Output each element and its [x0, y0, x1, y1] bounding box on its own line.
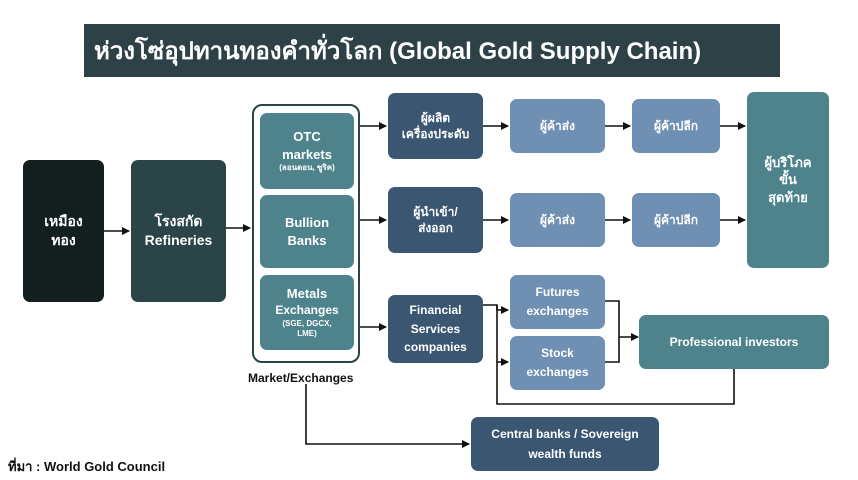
node-financial-services: Financial Services companies [388, 295, 483, 363]
node-mines-line1: เหมือง [44, 213, 83, 230]
node-metals-line2: Exchanges [275, 303, 339, 318]
node-bullion-line1: Bullion [284, 214, 330, 230]
node-jewelry-maker: ผู้ผลิต เครื่องประดับ [388, 93, 483, 159]
node-refineries-line2: Refineries [144, 232, 213, 248]
node-stock-exchanges: Stock exchanges [510, 336, 605, 390]
node-mines: เหมือง ทอง [23, 160, 104, 302]
arrow-financial-futures [483, 304, 509, 314]
node-refineries-line1: โรงสกัด [154, 213, 203, 230]
node-financial-line2: Services [410, 321, 461, 336]
node-importer-exporter: ผู้นำเข้า/ ส่งออก [388, 187, 483, 253]
node-metals-note2: LME) [297, 329, 317, 339]
node-financial-line3: companies [404, 340, 467, 355]
node-wholesaler-1-label: ผู้ค้าส่ง [540, 118, 575, 133]
node-mines-line2: ทอง [51, 232, 76, 248]
node-stock-line2: exchanges [526, 365, 589, 379]
node-refineries: โรงสกัด Refineries [131, 160, 226, 302]
node-consumers-line3: สุดท้าย [768, 189, 808, 205]
node-futures-line1: Futures [535, 285, 580, 300]
node-central-banks-line1: Central banks / Sovereign [491, 426, 639, 441]
node-professional-investors: Professional investors [639, 315, 829, 369]
node-jewelry-line2: เครื่องประดับ [401, 127, 470, 141]
node-futures-exchanges: Futures exchanges [510, 275, 605, 329]
node-retailer-1-label: ผู้ค้าปลีก [653, 118, 699, 133]
node-jewelry-line1: ผู้ผลิต [420, 110, 451, 125]
node-consumers-line2: ขั้น [779, 172, 797, 188]
node-consumers-line1: ผู้บริโภค [764, 154, 812, 170]
node-stock-line1: Stock [541, 346, 574, 361]
node-bullion-banks: Bullion Banks [260, 195, 354, 268]
arrow-market-central-banks [305, 384, 470, 448]
node-central-banks: Central banks / Sovereign wealth funds [471, 417, 659, 471]
node-wholesaler-2: ผู้ค้าส่ง [510, 193, 605, 247]
node-wholesaler-1: ผู้ค้าส่ง [510, 99, 605, 153]
node-retailer-2-label: ผู้ค้าปลีก [653, 212, 699, 227]
node-otc-line1: OTC [293, 129, 321, 145]
node-bullion-line2: Banks [287, 232, 327, 248]
node-importer-line2: ส่งออก [418, 221, 453, 235]
source-note: ที่มา : World Gold Council [8, 459, 166, 474]
node-retailer-1: ผู้ค้าปลีก [632, 99, 720, 153]
connector-investors-back [496, 362, 735, 405]
node-wholesaler-2-label: ผู้ค้าส่ง [540, 212, 575, 227]
node-central-banks-line2: wealth funds [528, 447, 602, 461]
node-otc-markets: OTC markets (ลอนดอน, ซูริค) [260, 113, 354, 189]
node-importer-line1: ผู้นำเข้า/ [413, 204, 458, 219]
page-title: ห่วงโซ่อุปทานทองคำทั่วโลก (Global Gold S… [84, 24, 780, 77]
connector-exchanges [605, 300, 620, 363]
node-futures-line2: exchanges [526, 304, 589, 318]
node-otc-note: (ลอนดอน, ซูริค) [279, 163, 335, 173]
node-end-consumers: ผู้บริโภค ขั้น สุดท้าย [747, 92, 829, 268]
node-retailer-2: ผู้ค้าปลีก [632, 193, 720, 247]
arrow-financial-stock [496, 305, 509, 366]
node-otc-line2: markets [282, 146, 332, 162]
node-metals-exchanges: Metals Exchanges (SGE, DGCX, LME) [260, 275, 354, 350]
market-exchanges-label: Market/Exchanges [248, 371, 354, 385]
node-metals-note1: (SGE, DGCX, [282, 318, 332, 328]
node-metals-line1: Metals [286, 285, 328, 301]
node-financial-line1: Financial [409, 303, 462, 318]
node-pro-investors-label: Professional investors [669, 334, 799, 349]
